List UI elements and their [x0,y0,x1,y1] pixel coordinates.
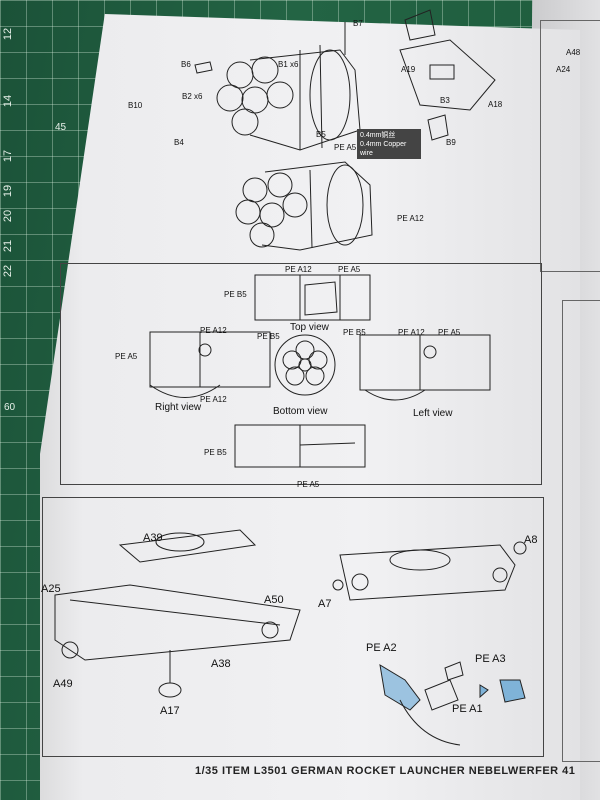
label-b7: B7 [353,19,363,28]
label-pe-a12-left: PE A12 [398,328,425,337]
top-view-title: Top view [290,322,329,333]
label-a49: A49 [53,678,73,690]
right-view-drawing [149,331,271,398]
label-a8: A8 [524,534,538,546]
label-pe-b5-right: PE B5 [257,332,280,341]
mat-bottom-number: 60 [4,402,16,413]
label-pe-a12-right-bottom: PE A12 [200,395,227,404]
label-a38: A38 [211,658,231,670]
label-pe-a12-right: PE A12 [200,326,227,335]
label-pe-b5-lower: PE B5 [204,448,227,457]
label-pe-a12-top: PE A12 [285,265,312,274]
label-pe-a12: PE A12 [397,214,424,223]
label-pe-b5-left: PE B5 [343,328,366,337]
label-pe-a5-top: PE A5 [338,265,361,274]
copper-wire-note: 0.4mm铜丝 0.4mm Copper wire [357,129,421,159]
label-pe-a5: PE A5 [334,143,357,152]
label-pe-a1: PE A1 [452,703,483,715]
mat-corner-number: 45 [55,122,67,133]
label-b1: B1 x6 [278,60,299,69]
label-pe-a2: PE A2 [366,642,397,654]
top-view-drawing [254,274,371,321]
label-pe-a5-right: PE A5 [115,352,138,361]
label-a39: A39 [143,532,163,544]
label-pe-a5-lower: PE A5 [297,480,320,489]
label-b6: B6 [181,60,191,69]
label-a17: A17 [160,705,180,717]
label-b3: B3 [440,96,450,105]
label-pe-a5-left: PE A5 [438,328,461,337]
lower-view-drawing [234,424,366,468]
label-b4: B4 [174,138,184,147]
label-a25: A25 [41,583,61,595]
label-a18: A18 [488,100,503,109]
label-b5: B5 [316,130,326,139]
label-a48: A48 [566,48,581,57]
launcher-drawing-bottom [235,161,373,251]
bottom-view-drawing [274,334,336,396]
chassis-panel [42,497,544,757]
right-page-panel [540,20,600,272]
sheet-footer-title: 1/35 ITEM L3501 GERMAN ROCKET LAUNCHER N… [195,765,576,777]
label-a7: A7 [318,598,332,610]
label-b9: B9 [446,138,456,147]
note-line-1: 0.4mm铜丝 [360,132,396,139]
instruction-sheet [40,14,580,800]
right-view-title: Right view [155,402,202,413]
pe-detail-drawing [379,661,526,746]
left-view-drawing [359,334,491,401]
note-line-2: 0.4mm Copper wire [360,141,407,157]
chassis-drawing [54,529,527,698]
label-a24: A24 [556,65,571,74]
left-view-title: Left view [413,408,453,419]
label-a19: A19 [401,65,416,74]
label-pe-a3: PE A3 [475,653,506,665]
label-b2: B2 x6 [182,92,203,101]
launcher-drawing-top [194,9,496,151]
label-a50: A50 [264,594,284,606]
right-page-panel-lower [562,300,600,762]
bottom-view-title: Bottom view [273,406,328,417]
label-pe-b5-top: PE B5 [224,290,247,299]
views-panel [60,263,542,485]
label-b10: B10 [128,101,143,110]
